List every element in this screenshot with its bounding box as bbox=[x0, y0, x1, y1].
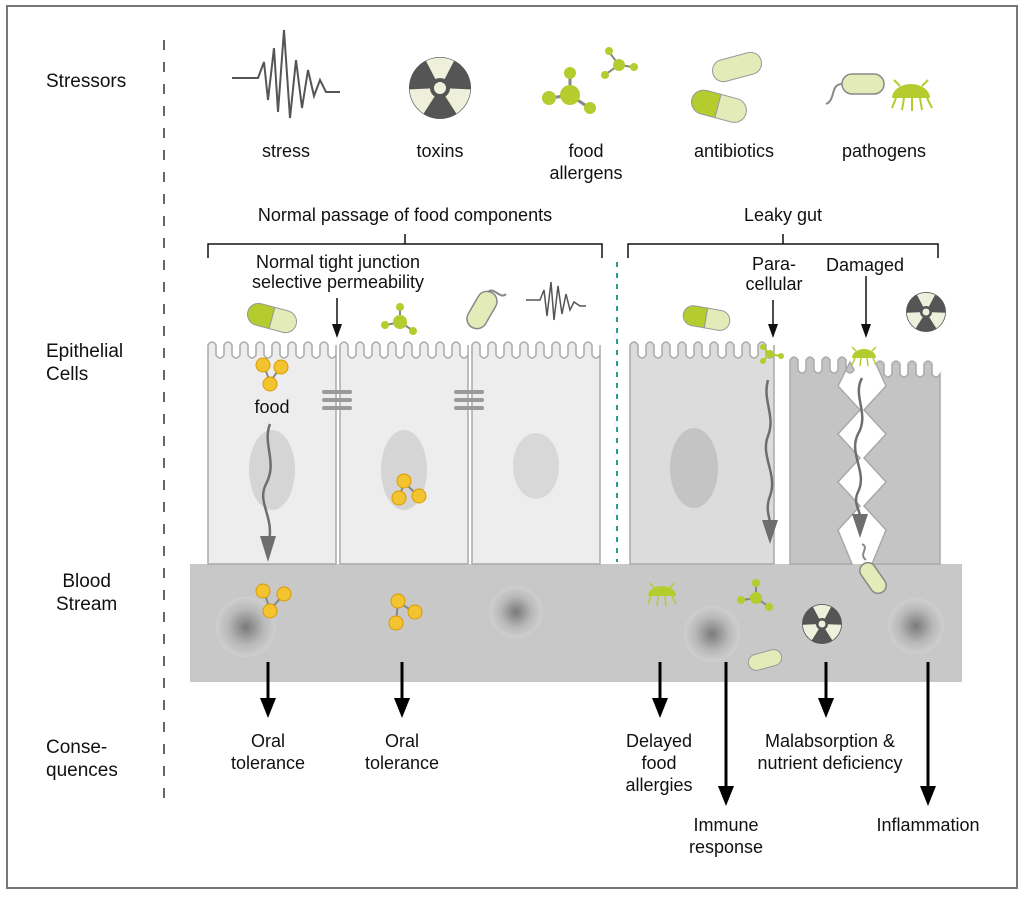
header-leaky-gut: Leaky gut bbox=[743, 205, 823, 225]
damaged-leak-arrow bbox=[852, 377, 868, 538]
label-paracellular: Para- cellular bbox=[745, 254, 803, 294]
label-food: food bbox=[254, 397, 290, 417]
header-normal-passage: Normal passage of food components bbox=[257, 205, 553, 225]
damaged-epithelial-cell-left bbox=[789, 356, 862, 565]
radiation-icon bbox=[906, 292, 946, 332]
stressor-label-food-allergens: food allergens bbox=[549, 141, 623, 183]
leaky-gut-bracket bbox=[627, 234, 939, 258]
row-label-epithelial-cells: Epithelial Cells bbox=[46, 341, 124, 385]
normal-passage-bracket bbox=[207, 234, 603, 258]
pathogen-bug-icon bbox=[851, 346, 877, 367]
consequence-oral-tolerance-1: Oral tolerance bbox=[230, 731, 306, 773]
allergen-molecule-icon bbox=[737, 579, 773, 611]
stressor-label-stress: stress bbox=[261, 141, 310, 161]
cell-nucleus bbox=[670, 428, 718, 508]
pathogen-bug-icon bbox=[647, 582, 677, 607]
immune-cell bbox=[216, 597, 276, 657]
radiation-icon bbox=[802, 604, 842, 644]
tight-junction-arrow bbox=[332, 298, 342, 338]
capsule-icon bbox=[747, 649, 783, 671]
stressor-label-antibiotics: antibiotics bbox=[693, 141, 775, 161]
capsule-icon bbox=[682, 305, 731, 331]
row-label-consequences: Conse- quences bbox=[46, 737, 118, 781]
bacillus-icon bbox=[859, 543, 887, 595]
consequence-delayed-food-allergies: Delayed food allergies bbox=[625, 731, 693, 795]
consequence-malabsorption: Malabsorption & nutrient deficiency bbox=[757, 731, 903, 773]
blood-stream-band bbox=[190, 564, 962, 682]
tight-junction-2 bbox=[454, 390, 484, 410]
consequence-inflammation: Inflammation bbox=[876, 815, 980, 835]
pathogen-bug-icon bbox=[891, 79, 933, 111]
consequence-arrows bbox=[266, 662, 930, 790]
consequence-arrowheads bbox=[260, 698, 936, 806]
capsule-icon bbox=[247, 302, 297, 334]
row-label-stressors: Stressors bbox=[46, 71, 127, 92]
food-transcytosis-arrow bbox=[260, 423, 276, 562]
damaged-epithelial-cell-right bbox=[862, 360, 941, 565]
immune-cell bbox=[490, 586, 542, 638]
label-damaged: Damaged bbox=[825, 255, 905, 275]
paracellular-arrow bbox=[768, 300, 778, 338]
food-molecule-icon bbox=[255, 357, 289, 392]
damaged-arrow bbox=[861, 276, 871, 338]
tight-junction-1 bbox=[322, 390, 352, 410]
stressor-label-pathogens: pathogens bbox=[841, 141, 927, 161]
antibiotic-capsule-icon bbox=[691, 51, 763, 123]
stress-icon bbox=[526, 281, 586, 321]
stressor-label-toxins: toxins bbox=[416, 141, 464, 161]
pathogen-bacillus-icon bbox=[825, 73, 885, 105]
immune-cell bbox=[684, 606, 740, 662]
immune-cell bbox=[888, 598, 944, 654]
food-molecule-icon bbox=[255, 583, 292, 619]
consequence-oral-tolerance-2: Oral tolerance bbox=[364, 731, 440, 773]
stress-icon bbox=[232, 29, 340, 119]
consequence-immune-response: Immune response bbox=[688, 815, 764, 857]
label-tight-junction: Normal tight junction selective permeabi… bbox=[251, 252, 425, 292]
molecule-icon bbox=[381, 303, 417, 335]
bacillus-icon bbox=[466, 289, 507, 330]
paracellular-molecule-icon bbox=[760, 344, 784, 364]
food-molecule-icon bbox=[391, 473, 427, 506]
food-allergen-small-molecule-icon bbox=[601, 47, 638, 79]
cell-nucleus bbox=[249, 430, 295, 510]
food-allergen-molecule-icon bbox=[542, 67, 596, 114]
cell-nucleus bbox=[513, 433, 559, 499]
food-molecule-icon bbox=[388, 593, 423, 631]
paracellular-leak-arrow bbox=[762, 379, 778, 544]
radiation-icon bbox=[409, 57, 471, 119]
row-label-blood-stream: Blood Stream bbox=[56, 571, 118, 615]
